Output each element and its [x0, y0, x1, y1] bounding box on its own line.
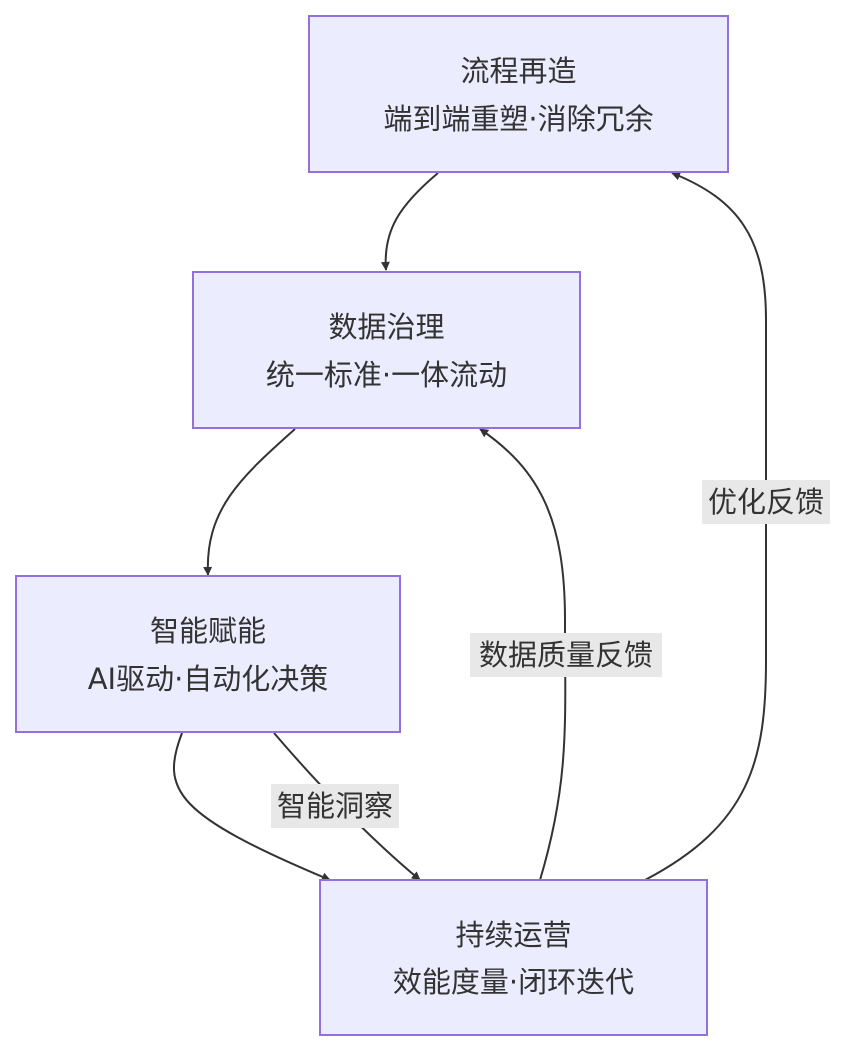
node-process-redesign[interactable]: 流程再造 端到端重塑·消除冗余 — [308, 15, 729, 173]
node-data-governance-subtitle: 统一标准·一体流动 — [266, 358, 507, 392]
edge-label-process-feedback: 优化反馈 — [702, 480, 830, 524]
edge-label-insight-text: 智能洞察 — [277, 789, 393, 823]
node-continuous-operations-title: 持续运营 — [455, 918, 571, 952]
node-continuous-operations-subtitle: 效能度量·闭环迭代 — [393, 965, 634, 999]
edge-process-to-data — [380, 172, 439, 271]
node-process-redesign-title: 流程再造 — [460, 54, 576, 88]
edge-label-data-feedback: 数据质量反馈 — [470, 633, 662, 677]
node-data-governance-title: 数据治理 — [328, 310, 444, 344]
edges — [172, 171, 767, 882]
edge-ops-to-process-feedback — [644, 171, 767, 881]
node-ai-enablement[interactable]: 智能赋能 AI驱动·自动化决策 — [15, 575, 401, 733]
node-continuous-operations[interactable]: 持续运营 效能度量·闭环迭代 — [319, 879, 708, 1036]
node-ai-enablement-title: 智能赋能 — [150, 614, 266, 648]
edge-label-insight: 智能洞察 — [271, 784, 399, 828]
node-ai-enablement-subtitle: AI驱动·自动化决策 — [88, 662, 329, 696]
edge-label-data-feedback-text: 数据质量反馈 — [479, 638, 653, 672]
node-process-redesign-subtitle: 端到端重塑·消除冗余 — [383, 102, 653, 136]
edge-ops-to-data-feedback — [479, 428, 567, 881]
edge-ai-to-ops — [172, 732, 331, 882]
node-data-governance[interactable]: 数据治理 统一标准·一体流动 — [192, 271, 581, 429]
edge-data-to-ai — [203, 428, 296, 576]
edge-label-process-feedback-text: 优化反馈 — [708, 485, 824, 519]
